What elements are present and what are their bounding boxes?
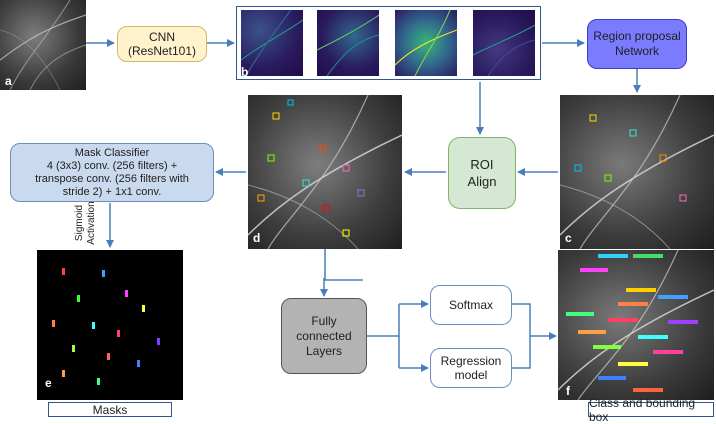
arrow-fcl-split [367,304,400,337]
roi-align-box: ROI Align [448,137,516,209]
regression-model-box: Regression model [430,348,512,388]
feature-map-4 [473,10,535,76]
vessel-pattern-c [560,95,714,249]
vessel-pattern-d [248,95,402,249]
feature-map-1 [241,10,303,76]
image-d: d [248,95,402,249]
mask-classifier-box: Mask Classifier 4 (3x3) conv. (256 filte… [10,143,214,202]
image-e-label: e [45,376,52,390]
arrow-d-to-fcl [324,248,363,281]
feature-map-2 [317,10,379,76]
vessel-pattern-a [0,0,86,90]
cnn-box: CNN (ResNet101) [117,26,207,62]
region-proposal-network-box: Region proposal Network [587,19,687,69]
image-f-label: f [566,384,570,398]
image-d-label: d [253,231,261,245]
mask-blobs [52,268,160,385]
image-a-label: a [5,74,12,88]
arrow-softmax-merge [512,303,531,336]
image-b-label: b [241,65,249,79]
image-e: e [37,250,183,400]
image-c-label: c [565,231,572,245]
softmax-box: Softmax [430,285,512,325]
class-and-bounding-box-caption: Class and bounding box [588,396,714,424]
detection-overlay [558,250,714,400]
image-f: f [558,250,714,400]
feature-map-3 [395,10,457,76]
feature-maps-panel-b: b [236,6,541,80]
arrow-regression-merge [512,336,531,369]
image-a: a [0,0,86,90]
image-c: c [560,95,714,249]
sigmoid-activation-label: Sigmoid Activation [74,201,97,245]
masks-caption: Masks [48,402,172,417]
fully-connected-layers-box: Fully connected Layers [281,298,367,374]
